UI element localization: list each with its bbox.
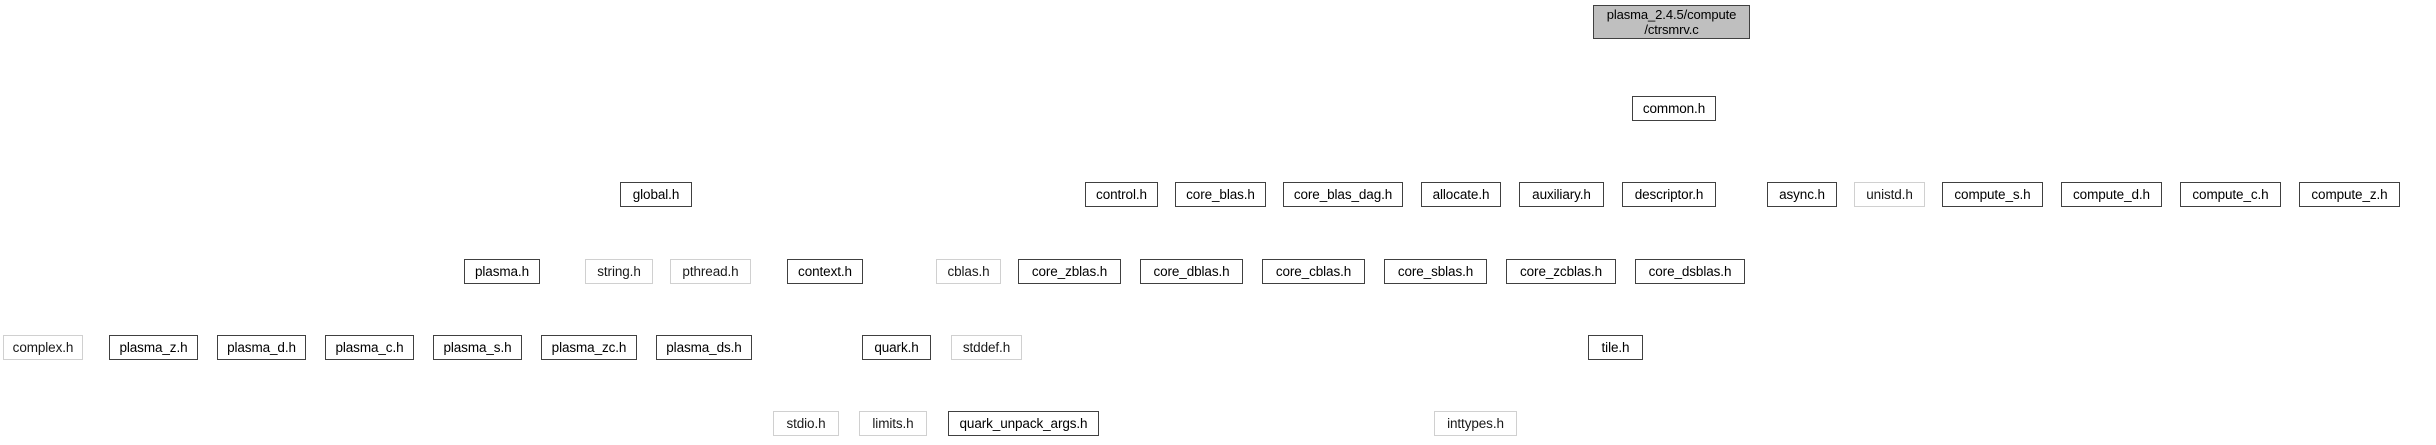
graph-node-async[interactable]: async.h — [1767, 182, 1837, 207]
graph-node-label: core_sblas.h — [1397, 264, 1474, 279]
graph-node-stdio[interactable]: stdio.h — [773, 411, 839, 436]
graph-node-plasma_d[interactable]: plasma_d.h — [217, 335, 306, 360]
graph-node-label: complex.h — [12, 340, 74, 355]
graph-node-label: context.h — [798, 264, 852, 279]
graph-node-label: allocate.h — [1432, 187, 1490, 202]
graph-node-core_blas[interactable]: core_blas.h — [1175, 182, 1266, 207]
graph-node-compute_d[interactable]: compute_d.h — [2061, 182, 2162, 207]
graph-node-label: core_zblas.h — [1031, 264, 1108, 279]
graph-node-label: common.h — [1642, 101, 1706, 116]
graph-node-label: core_dsblas.h — [1648, 264, 1732, 279]
graph-node-label: quark_unpack_args.h — [959, 416, 1088, 431]
graph-node-compute_z[interactable]: compute_z.h — [2299, 182, 2400, 207]
graph-node-label: plasma_z.h — [119, 340, 188, 355]
graph-node-label: plasma_2.4.5/compute/ctrsmrv.c — [1606, 7, 1737, 37]
graph-node-tile[interactable]: tile.h — [1588, 335, 1643, 360]
graph-node-label: auxiliary.h — [1532, 187, 1591, 202]
graph-node-auxiliary[interactable]: auxiliary.h — [1519, 182, 1604, 207]
graph-node-stddef[interactable]: stddef.h — [951, 335, 1022, 360]
graph-node-compute_s[interactable]: compute_s.h — [1942, 182, 2043, 207]
graph-node-label: stdio.h — [786, 416, 826, 431]
graph-node-label: compute_z.h — [2311, 187, 2388, 202]
graph-node-label: plasma.h — [475, 264, 529, 279]
graph-node-root[interactable]: plasma_2.4.5/compute/ctrsmrv.c — [1593, 5, 1750, 39]
graph-node-plasma_s[interactable]: plasma_s.h — [433, 335, 522, 360]
graph-node-label: plasma_d.h — [227, 340, 296, 355]
graph-node-label: core_zcblas.h — [1520, 264, 1602, 279]
graph-node-core_dblas[interactable]: core_dblas.h — [1140, 259, 1243, 284]
graph-node-core_sblas[interactable]: core_sblas.h — [1384, 259, 1487, 284]
graph-node-label: stddef.h — [962, 340, 1011, 355]
graph-node-label: core_dblas.h — [1153, 264, 1230, 279]
graph-node-complex[interactable]: complex.h — [3, 335, 83, 360]
graph-node-label: compute_d.h — [2073, 187, 2150, 202]
graph-node-context[interactable]: context.h — [787, 259, 863, 284]
graph-node-label: plasma_zc.h — [551, 340, 627, 355]
graph-node-core_cblas[interactable]: core_cblas.h — [1262, 259, 1365, 284]
graph-node-plasma_c[interactable]: plasma_c.h — [325, 335, 414, 360]
graph-node-quark_unpack_args[interactable]: quark_unpack_args.h — [948, 411, 1099, 436]
graph-node-global[interactable]: global.h — [620, 182, 692, 207]
graph-node-label: tile.h — [1601, 340, 1630, 355]
graph-node-label: plasma_ds.h — [666, 340, 742, 355]
graph-node-label: inttypes.h — [1447, 416, 1504, 431]
graph-node-label: pthread.h — [682, 264, 739, 279]
graph-node-quark[interactable]: quark.h — [862, 335, 931, 360]
graph-node-compute_c[interactable]: compute_c.h — [2180, 182, 2281, 207]
graph-node-label: control.h — [1096, 187, 1147, 202]
graph-node-label: descriptor.h — [1634, 187, 1704, 202]
graph-node-core_blas_dag[interactable]: core_blas_dag.h — [1283, 182, 1403, 207]
graph-node-string[interactable]: string.h — [585, 259, 653, 284]
graph-node-unistd[interactable]: unistd.h — [1854, 182, 1925, 207]
graph-node-inttypes[interactable]: inttypes.h — [1434, 411, 1517, 436]
graph-node-descriptor[interactable]: descriptor.h — [1622, 182, 1716, 207]
graph-node-label: quark.h — [874, 340, 919, 355]
graph-node-core_zcblas[interactable]: core_zcblas.h — [1506, 259, 1616, 284]
graph-node-pthread[interactable]: pthread.h — [670, 259, 751, 284]
graph-node-label: limits.h — [872, 416, 914, 431]
graph-node-label: plasma_s.h — [443, 340, 512, 355]
graph-node-plasma_z[interactable]: plasma_z.h — [109, 335, 198, 360]
graph-node-plasma_ds[interactable]: plasma_ds.h — [656, 335, 752, 360]
graph-node-label: core_cblas.h — [1275, 264, 1352, 279]
graph-node-label: global.h — [632, 187, 680, 202]
graph-node-plasma[interactable]: plasma.h — [464, 259, 540, 284]
graph-node-label: string.h — [597, 264, 641, 279]
graph-node-core_zblas[interactable]: core_zblas.h — [1018, 259, 1121, 284]
graph-node-label: compute_s.h — [1954, 187, 2031, 202]
graph-node-plasma_zc[interactable]: plasma_zc.h — [541, 335, 637, 360]
graph-node-label: core_blas.h — [1186, 187, 1255, 202]
graph-node-control[interactable]: control.h — [1085, 182, 1158, 207]
graph-node-allocate[interactable]: allocate.h — [1421, 182, 1501, 207]
graph-node-label: cblas.h — [947, 264, 990, 279]
graph-node-label: unistd.h — [1866, 187, 1913, 202]
graph-node-limits[interactable]: limits.h — [859, 411, 927, 436]
graph-node-cblas[interactable]: cblas.h — [936, 259, 1001, 284]
graph-node-core_dsblas[interactable]: core_dsblas.h — [1635, 259, 1745, 284]
graph-node-label: async.h — [1779, 187, 1825, 202]
graph-node-common[interactable]: common.h — [1632, 96, 1716, 121]
graph-node-label: plasma_c.h — [335, 340, 404, 355]
graph-node-label: core_blas_dag.h — [1293, 187, 1393, 202]
graph-node-label: compute_c.h — [2192, 187, 2269, 202]
